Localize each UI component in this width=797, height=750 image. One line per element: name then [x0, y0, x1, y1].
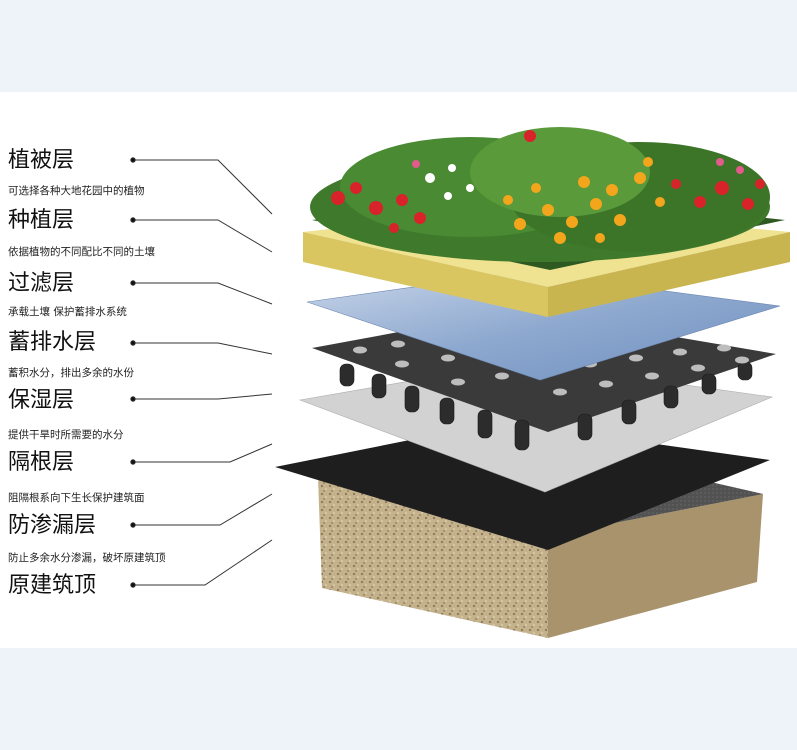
label-moisture: 保湿层: [8, 388, 75, 413]
desc-vegetation: 可选择各种大地花园中的植物: [8, 185, 145, 197]
label-drainage: 蓄排水层: [8, 330, 97, 355]
label-original-roof: 原建筑顶: [8, 573, 97, 598]
desc-drainage: 蓄积水分，排出多余的水份: [8, 367, 134, 379]
label-vegetation: 植被层: [8, 148, 75, 173]
desc-planting: 依据植物的不同配比不同的土壤: [8, 246, 155, 258]
vegetation-layer: [310, 127, 785, 270]
label-filter: 过滤层: [8, 271, 75, 296]
label-waterproof: 防渗漏层: [8, 513, 97, 538]
desc-waterproof: 防止多余水分渗漏，破坏原建筑顶: [8, 552, 166, 564]
diagram-canvas: 植被层 可选择各种大地花园中的植物 种植层 依据植物的不同配比不同的土壤 过滤层…: [0, 92, 797, 648]
leader-lines: [130, 157, 273, 588]
desc-filter: 承载土壤 保护蓄排水系统: [8, 306, 127, 318]
label-root-barrier: 隔根层: [8, 450, 75, 475]
label-planting: 种植层: [8, 208, 75, 233]
desc-moisture: 提供干旱时所需要的水分: [8, 429, 124, 441]
layer-stack-illustration: [130, 127, 790, 638]
root-barrier-layer: [275, 422, 770, 550]
desc-root-barrier: 阻隔根系向下生长保护建筑面: [8, 492, 145, 504]
